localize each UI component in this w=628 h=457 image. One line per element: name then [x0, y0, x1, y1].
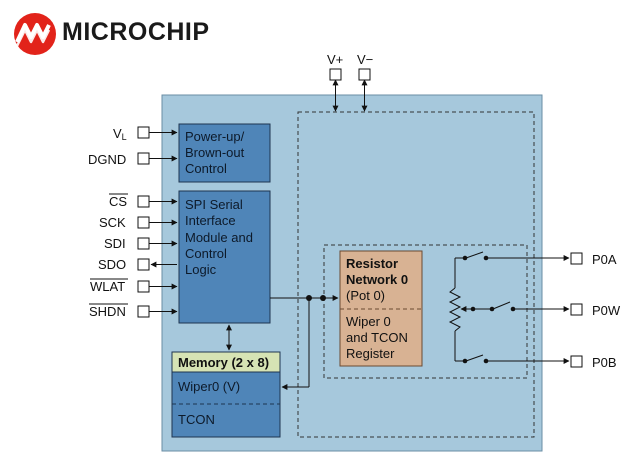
resistor-title-2: Network 0 — [346, 272, 408, 287]
dgnd-label: DGND — [88, 152, 126, 167]
vl-label: V — [113, 126, 122, 141]
brand-name: MICROCHIP — [62, 18, 210, 46]
pin-cs: CS — [109, 193, 178, 209]
pin-vl: VL — [113, 126, 178, 142]
pin-dgnd: DGND — [88, 152, 178, 167]
pin-sdi: SDI — [104, 236, 178, 251]
resistor-line-3: Register — [346, 346, 395, 361]
spi-line-2: Interface — [185, 213, 236, 228]
memory-title: Memory (2 x 8) — [178, 355, 269, 370]
pin-wlat: WLAT — [90, 278, 178, 294]
spi-line-3: Module and — [185, 230, 253, 245]
power-line-1: Power-up/ — [185, 129, 245, 144]
resistor-title-1: Resistor — [346, 256, 398, 271]
spi-line-4: Control — [185, 246, 227, 261]
spi-line-5: Logic — [185, 262, 217, 277]
pin-p0w: P0W — [570, 303, 621, 318]
pin-sck: SCK — [99, 215, 178, 230]
resistor-subtitle: (Pot 0) — [346, 288, 385, 303]
power-line-2: Brown-out — [185, 145, 245, 160]
memory-row-tcon: TCON — [178, 412, 215, 427]
pot-region — [323, 244, 528, 379]
vminus-label: V− — [357, 52, 373, 67]
power-line-3: Control — [185, 161, 227, 176]
vplus-label: V+ — [327, 52, 343, 67]
wlat-label: WLAT — [90, 279, 125, 294]
supply-pin-vminus: V− — [357, 52, 373, 112]
pin-shdn: SHDN — [89, 303, 178, 319]
supply-pin-vplus: V+ — [327, 52, 343, 112]
spi-block — [178, 190, 271, 324]
memory-header — [171, 351, 281, 373]
power-control-block — [178, 123, 271, 183]
pin-p0b: P0B — [570, 355, 617, 370]
p0b-label: P0B — [592, 355, 617, 370]
pin-sdo: SDO — [98, 257, 177, 272]
resistor-region — [297, 111, 535, 438]
p0a-label: P0A — [592, 252, 617, 267]
resistor-line-2: and TCON — [346, 330, 408, 345]
memory-row-wiper0: Wiper0 (V) — [178, 379, 240, 394]
svg-text:VL: VL — [113, 126, 127, 142]
sck-label: SCK — [99, 215, 126, 230]
cs-label: CS — [109, 194, 127, 209]
potentiometer-network — [448, 251, 570, 364]
resistor-network-block — [339, 250, 423, 367]
spi-line-1: SPI Serial — [185, 197, 243, 212]
pin-p0a: P0A — [570, 252, 617, 267]
microchip-logo — [14, 13, 56, 55]
sdo-label: SDO — [98, 257, 126, 272]
p0w-label: P0W — [592, 303, 621, 318]
resistor-line-1: Wiper 0 — [346, 314, 391, 329]
vl-sub: L — [122, 132, 127, 142]
shdn-label: SHDN — [89, 304, 126, 319]
sdi-label: SDI — [104, 236, 126, 251]
data-bus — [270, 295, 339, 390]
